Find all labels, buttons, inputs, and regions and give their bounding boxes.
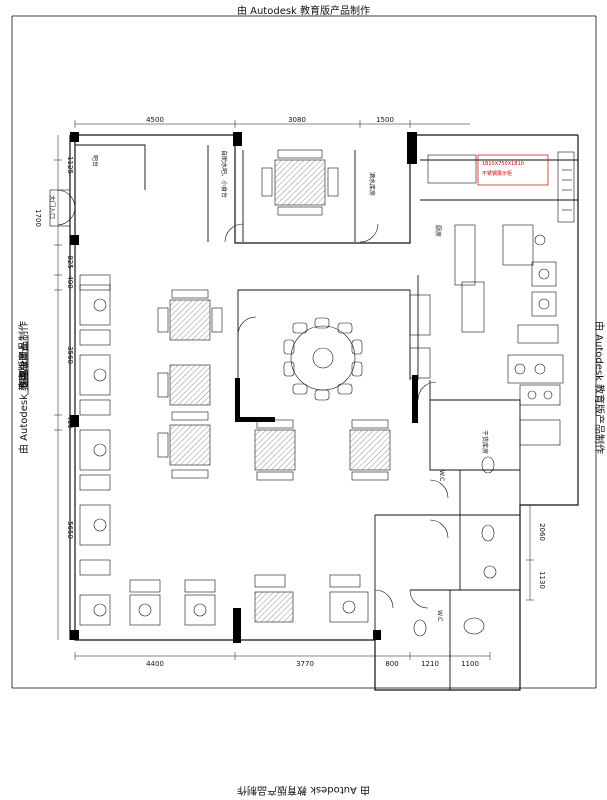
plan-title: 平面布置图 bbox=[17, 342, 29, 387]
dim-bottom-5: 1100 bbox=[461, 660, 479, 668]
wall-columns bbox=[70, 132, 418, 643]
dim-top-2: 3080 bbox=[288, 116, 306, 124]
outer-walls bbox=[69, 134, 579, 691]
kitchen-red-sub: 不锈钢展示柜 bbox=[482, 170, 512, 177]
dim-left-2: 1700 bbox=[34, 209, 42, 227]
room-bar: 吧台 bbox=[91, 155, 99, 167]
room-drink-store: 酒水库房 bbox=[368, 172, 376, 196]
dim-top-3: 1500 bbox=[376, 116, 394, 124]
dim-bottom-3: 800 bbox=[385, 660, 398, 668]
dimension-left bbox=[54, 135, 62, 640]
entrance-door bbox=[49, 189, 71, 227]
room-self-service: 自助水吧、小食台 bbox=[220, 150, 228, 198]
dimension-bottom bbox=[74, 652, 491, 660]
kitchen-equipment bbox=[409, 151, 575, 446]
dim-left-7: 5650 bbox=[66, 521, 74, 539]
round-table bbox=[283, 317, 363, 401]
wc-fixtures bbox=[413, 456, 497, 637]
dim-right-1: 2060 bbox=[538, 523, 546, 541]
kitchen-red-label: 1810X750X1810 bbox=[482, 161, 524, 167]
room-wc-1: W.C bbox=[438, 470, 445, 481]
dim-left-6: 410 bbox=[66, 415, 74, 428]
kitchen-display-cabinet bbox=[477, 154, 549, 186]
interior-walls bbox=[75, 144, 578, 690]
dim-bottom-1: 4400 bbox=[146, 660, 164, 668]
room-dry-store: 干货库房 bbox=[481, 430, 489, 454]
square-tables bbox=[157, 149, 391, 481]
autodesk-watermark-top: 由 Autodesk 教育版产品制作 bbox=[236, 6, 371, 17]
room-entrance: 大门入口 bbox=[48, 195, 56, 219]
doors bbox=[57, 189, 449, 609]
dim-left-4: 400 bbox=[66, 275, 74, 288]
dim-left-1: 1125 bbox=[66, 156, 74, 174]
room-kitchen: 厨房 bbox=[434, 225, 442, 237]
booth-seating bbox=[79, 274, 369, 626]
dim-left-5: 3560 bbox=[66, 346, 74, 364]
dim-bottom-2: 3770 bbox=[296, 660, 314, 668]
dimension-right bbox=[526, 504, 534, 601]
dim-bottom-4: 1210 bbox=[421, 660, 439, 668]
sheet-border bbox=[11, 15, 597, 689]
dim-left-3: 825 bbox=[66, 255, 74, 268]
dimension-top bbox=[74, 120, 470, 128]
room-wc-2: W.C bbox=[436, 610, 443, 621]
dim-top-1: 4500 bbox=[146, 116, 164, 124]
dim-right-2: 1130 bbox=[538, 571, 546, 589]
